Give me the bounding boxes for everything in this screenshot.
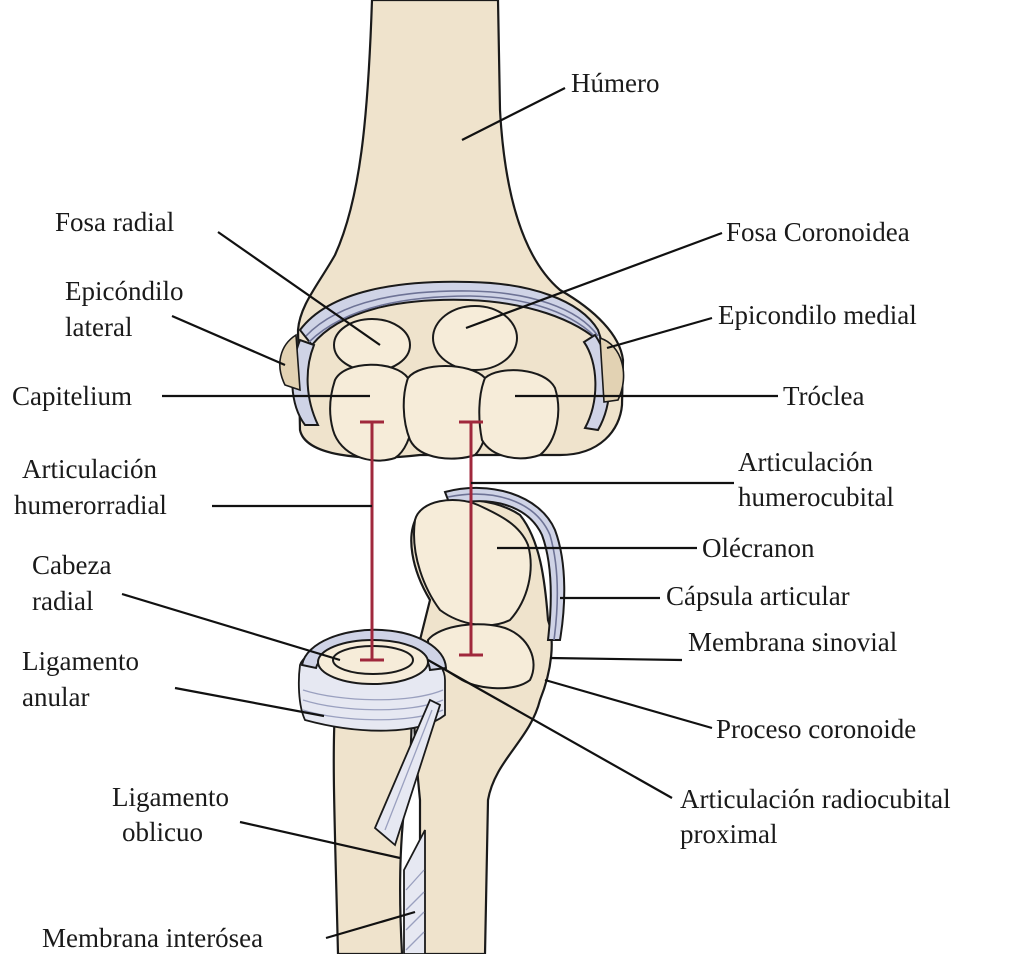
label-troclea: Tróclea bbox=[783, 381, 865, 411]
label-cabeza-radial-2: radial bbox=[32, 586, 93, 616]
label-art-radiocubital-1: Articulación radiocubital bbox=[680, 784, 951, 814]
label-membrana-sinovial: Membrana sinovial bbox=[688, 627, 897, 657]
label-capitelium: Capitelium bbox=[12, 381, 132, 411]
label-art-humerocubital-2: humerocubital bbox=[738, 482, 894, 512]
trochlea-left bbox=[404, 366, 489, 459]
label-ligamento-oblicuo-2: oblicuo bbox=[122, 817, 203, 847]
label-art-humerocubital-1: Articulación bbox=[738, 447, 873, 477]
label-art-humerorradial-2: humerorradial bbox=[14, 490, 167, 520]
label-membrana-interosea: Membrana interósea bbox=[42, 923, 263, 953]
label-fosa-radial: Fosa radial bbox=[55, 207, 174, 237]
label-epicondilo-lateral-2: lateral bbox=[65, 312, 132, 342]
label-art-humerorradial-1: Articulación bbox=[22, 454, 157, 484]
radial-fossa bbox=[334, 319, 410, 371]
coronoid-fossa bbox=[433, 306, 517, 370]
label-ligamento-anular-2: anular bbox=[22, 682, 89, 712]
label-art-radiocubital-2: proximal bbox=[680, 819, 777, 849]
label-ligamento-oblicuo-1: Ligamento bbox=[112, 782, 229, 812]
label-humero: Húmero bbox=[571, 68, 659, 98]
interosseous-membrane bbox=[404, 830, 425, 954]
label-olecranon: Olécranon bbox=[702, 533, 815, 563]
label-epicondilo-medial: Epicondilo medial bbox=[718, 300, 917, 330]
label-fosa-coronoidea: Fosa Coronoidea bbox=[726, 217, 910, 247]
label-capsula-articular: Cápsula articular bbox=[666, 581, 850, 611]
trochlea-right bbox=[479, 370, 558, 458]
label-ligamento-anular-1: Ligamento bbox=[22, 646, 139, 676]
label-cabeza-radial-1: Cabeza bbox=[32, 550, 111, 580]
label-epicondilo-lateral-1: Epicóndilo bbox=[65, 276, 183, 306]
label-proceso-coronoide: Proceso coronoide bbox=[716, 714, 916, 744]
lateral-epicondyle bbox=[280, 335, 300, 390]
